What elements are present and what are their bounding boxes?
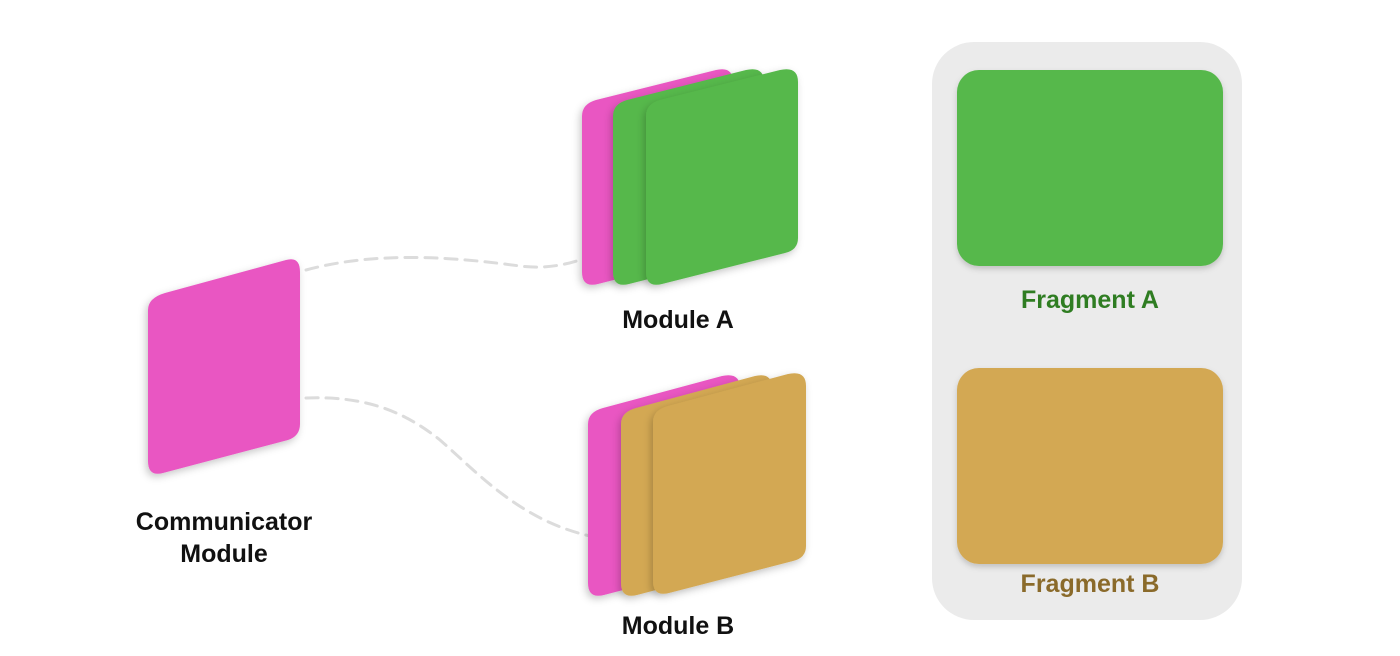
communicator-label-line1: Communicator	[135, 508, 313, 536]
fragment-b-label: Fragment B	[1020, 570, 1160, 598]
module-a-front-card	[646, 69, 798, 285]
module-b-label: Module B	[621, 612, 735, 640]
module-a-stack	[582, 69, 798, 285]
communicator-module-label: Communicator Module	[104, 506, 344, 570]
connector-to-module-a	[304, 255, 587, 272]
fragment-a-card	[957, 70, 1223, 266]
communicator-module-card	[148, 259, 300, 474]
module-b-front-card	[653, 373, 806, 594]
fragment-a-label: Fragment A	[1021, 286, 1159, 314]
module-a-label: Module A	[622, 306, 734, 334]
module-b-stack	[588, 373, 806, 596]
fragment-b-card	[957, 368, 1223, 564]
communicator-label-line2: Module	[180, 540, 268, 568]
connector-to-module-b	[304, 396, 592, 538]
